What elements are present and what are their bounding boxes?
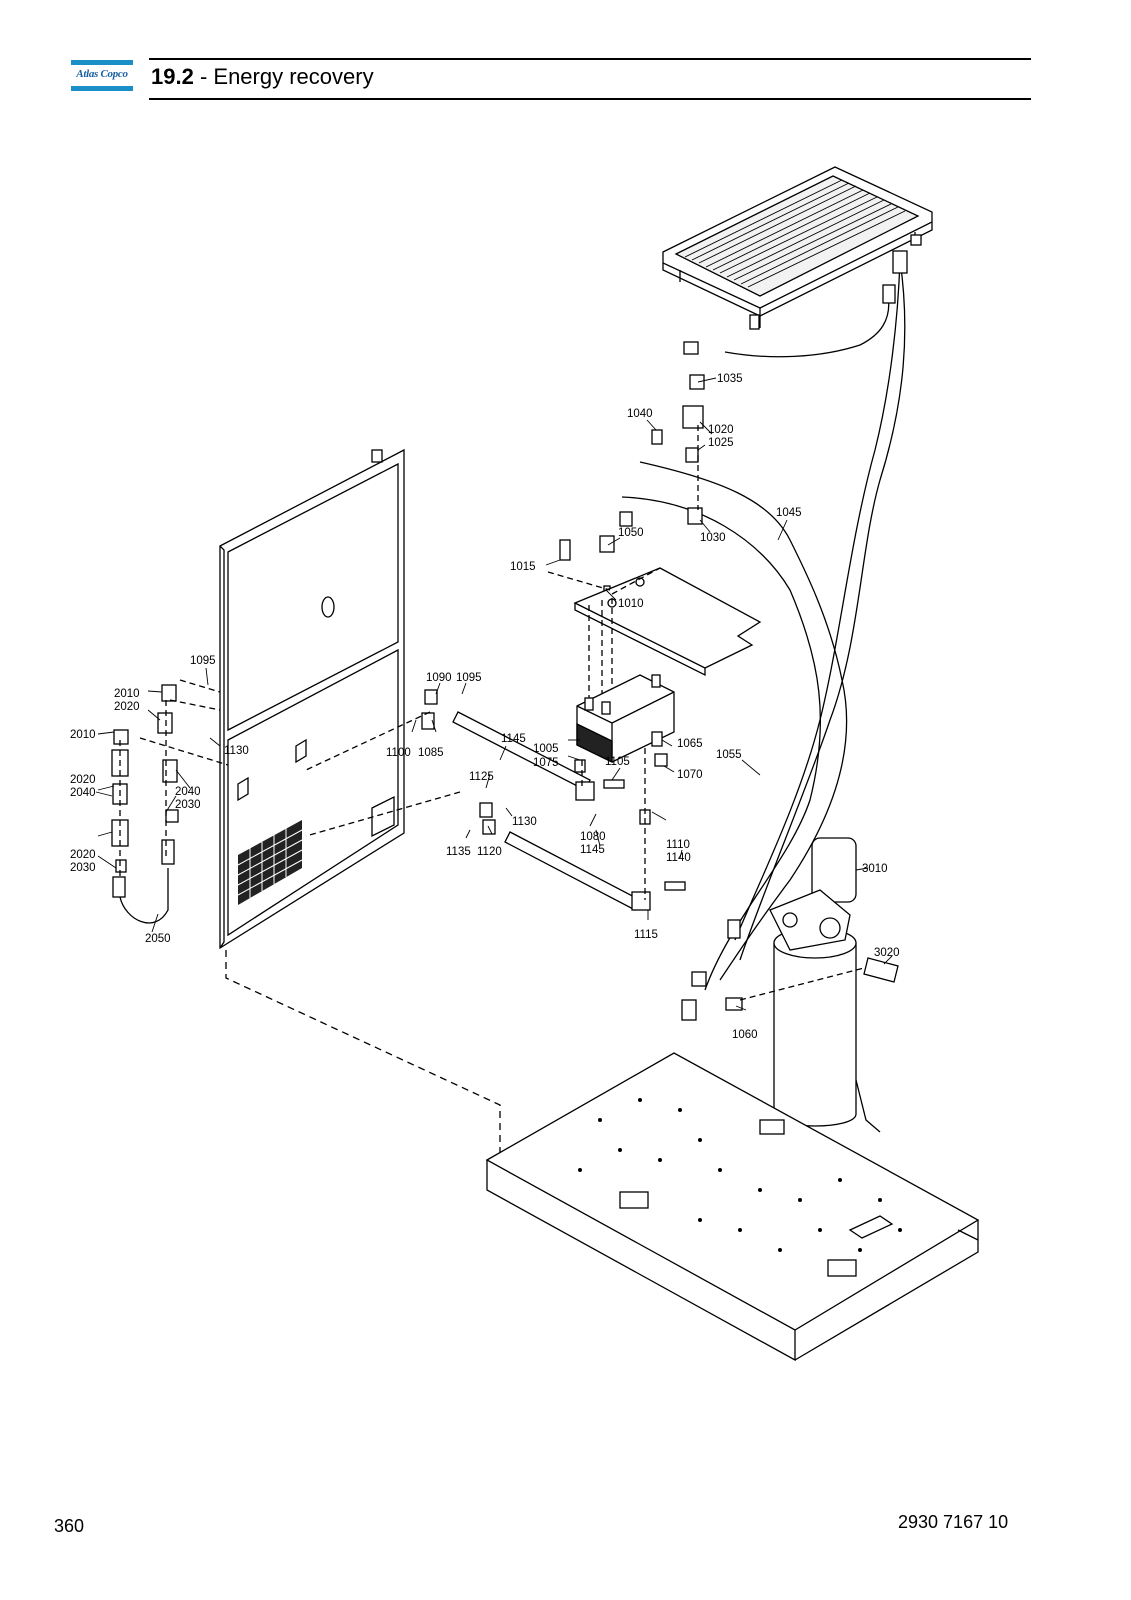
diagram-drawing (95, 166, 980, 1362)
callout-label: 1145 (580, 844, 605, 856)
callout-label: 3010 (862, 863, 888, 875)
atlas-copco-logo: Atlas Copco (71, 60, 133, 94)
tubes (421, 689, 686, 911)
callout-labels: 1035 1040 1020 1025 1045 1030 1050 1015 … (70, 373, 900, 1041)
callout-label: 1130 (224, 745, 249, 757)
callout-label: 3020 (874, 947, 900, 959)
callout-label: 1010 (618, 598, 644, 610)
page-number: 360 (54, 1516, 85, 1536)
exploded-parts-diagram: 1035 1040 1020 1025 1045 1030 1050 1015 … (0, 120, 1131, 1420)
callout-label: 1005 (533, 743, 559, 755)
callout-label: 2040 (175, 786, 201, 798)
drain-valves (111, 684, 179, 898)
logo-text: Atlas Copco (76, 68, 128, 80)
callout-label: 1035 (717, 373, 743, 385)
page-title: 19.2 - Energy recovery (151, 64, 374, 90)
leader-lines (95, 377, 893, 1011)
callout-label: 2020 (114, 701, 140, 713)
diagram-svg: 1035 1040 1020 1025 1045 1030 1050 1015 … (70, 166, 980, 1362)
callout-label: 1130 (512, 816, 537, 828)
cooler-unit (662, 166, 933, 330)
plate-heat-exchanger (576, 674, 675, 764)
callout-label: 1065 (677, 738, 703, 750)
section-number: 19.2 (151, 64, 194, 89)
header-rule-top (149, 58, 1031, 60)
callout-label: 1040 (627, 408, 653, 420)
callout-label: 1015 (510, 561, 536, 573)
header-rule-bottom (149, 98, 1031, 100)
callout-label: 2010 (70, 729, 96, 741)
callout-label: 1135 (446, 846, 471, 858)
document-number: 2930 7167 10 (898, 1512, 1009, 1532)
section-separator: - (193, 64, 214, 89)
callout-label: 1105 (605, 756, 630, 768)
section-title: Energy recovery (213, 64, 374, 89)
callout-label: 1075 (533, 757, 559, 769)
callout-label: 1095 (190, 655, 216, 667)
callout-label: 1050 (618, 527, 644, 539)
callout-label: 1115 (634, 929, 658, 941)
receiver-tank (769, 837, 881, 1169)
callout-label: 2050 (145, 933, 171, 945)
callout-label: 1025 (708, 437, 734, 449)
callout-label: 1085 (418, 747, 444, 759)
mounting-plate (573, 567, 762, 677)
callout-label: 1095 (456, 672, 482, 684)
callout-label: 1080 (580, 831, 606, 843)
callout-label: 1055 (716, 749, 742, 761)
callout-label: 2030 (70, 862, 96, 874)
callout-label: 1020 (708, 424, 734, 436)
callout-label: 1120 (477, 846, 502, 858)
page-header: Atlas Copco 19.2 - Energy recovery (0, 0, 1131, 110)
callout-label: 1145 (501, 733, 526, 745)
callout-label: 1045 (776, 507, 802, 519)
callout-label: 1110 (666, 839, 690, 851)
callout-label: 1140 (666, 852, 691, 864)
callout-label: 1030 (700, 532, 726, 544)
callout-label: 1060 (732, 1029, 758, 1041)
callout-label: 2020 (70, 849, 96, 861)
base-frame (485, 1052, 980, 1362)
callout-label: 1070 (677, 769, 703, 781)
callout-label: 1100 (386, 747, 411, 759)
callout-label: 1090 (426, 672, 452, 684)
side-panel (219, 448, 405, 950)
callout-label: 2020 (70, 774, 96, 786)
callout-label: 2030 (175, 799, 201, 811)
callout-label: 1125 (469, 771, 494, 783)
callout-label: 2010 (114, 688, 140, 700)
callout-label: 2040 (70, 787, 96, 799)
